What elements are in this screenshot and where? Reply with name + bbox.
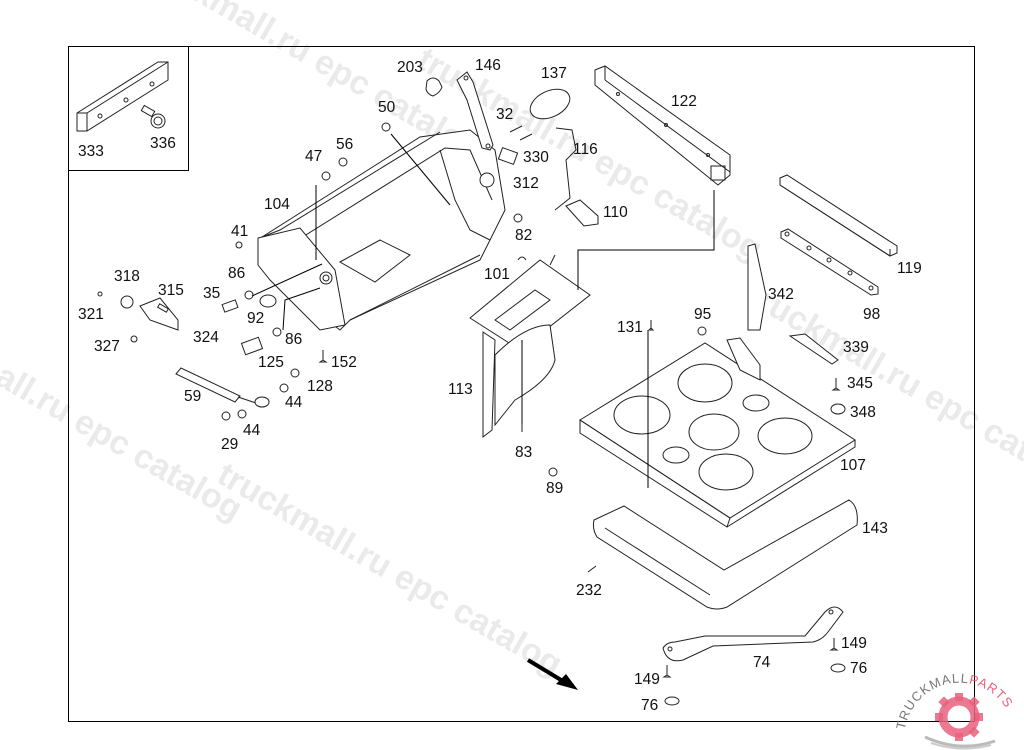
part-74-lever[interactable]: [662, 606, 844, 662]
callout-122[interactable]: 122: [671, 93, 697, 110]
callout-76-left[interactable]: 76: [641, 697, 659, 714]
callout-327[interactable]: 327: [94, 338, 120, 355]
callout-41[interactable]: 41: [231, 223, 249, 240]
arrow-southeast-icon: [526, 658, 578, 690]
small-parts: [97, 122, 846, 706]
part-98-rail[interactable]: [780, 228, 879, 296]
leader-lines: [251, 133, 715, 488]
part-315-bracket[interactable]: [139, 297, 179, 331]
diagram-frame: [68, 46, 975, 722]
part-143-tray[interactable]: [592, 499, 858, 610]
part-333-plate[interactable]: [76, 61, 169, 132]
callout-86-lower[interactable]: 86: [285, 331, 303, 348]
callout-128[interactable]: 128: [307, 378, 333, 395]
callout-59[interactable]: 59: [184, 388, 202, 405]
part-122-tube[interactable]: [594, 65, 731, 186]
callout-232[interactable]: 232: [576, 582, 602, 599]
callout-336[interactable]: 336: [150, 135, 176, 152]
part-107-seat-plate[interactable]: [579, 337, 856, 528]
callout-83[interactable]: 83: [515, 444, 533, 461]
part-104-seat-frame[interactable]: [257, 129, 506, 331]
callout-125[interactable]: 125: [258, 354, 284, 371]
callout-98[interactable]: 98: [863, 306, 881, 323]
part-113-bracket[interactable]: [469, 254, 591, 439]
callout-101[interactable]: 101: [484, 266, 510, 283]
part-119-rail[interactable]: [779, 174, 898, 257]
callout-76-right[interactable]: 76: [850, 660, 868, 677]
callout-149-right[interactable]: 149: [841, 635, 867, 652]
part-137-cover[interactable]: [525, 83, 574, 124]
callout-330[interactable]: 330: [523, 149, 549, 166]
callout-116[interactable]: 116: [573, 141, 598, 158]
callout-312[interactable]: 312: [513, 175, 539, 192]
callout-56[interactable]: 56: [336, 136, 354, 153]
inset-box: [68, 46, 189, 171]
part-336-bolt[interactable]: [140, 104, 166, 129]
callout-321[interactable]: 321: [78, 306, 104, 323]
gear-icon: [924, 693, 996, 750]
callout-146[interactable]: 146: [475, 57, 501, 74]
callout-86-upper[interactable]: 86: [228, 265, 246, 282]
callout-131[interactable]: 131: [617, 319, 643, 336]
part-203-knob[interactable]: [425, 77, 443, 97]
callout-50[interactable]: 50: [378, 99, 396, 116]
callout-342[interactable]: 342: [768, 286, 794, 303]
truckmall-parts-logo: TRUCKMALLPARTS: [895, 670, 1015, 750]
callout-333[interactable]: 333: [78, 143, 104, 160]
callout-89[interactable]: 89: [546, 480, 564, 497]
callout-318[interactable]: 318: [114, 268, 140, 285]
part-59-gas-spring[interactable]: [175, 367, 270, 408]
callout-35[interactable]: 35: [203, 285, 221, 302]
callout-315[interactable]: 315: [158, 282, 184, 299]
callout-104[interactable]: 104: [264, 196, 290, 213]
callout-32[interactable]: 32: [496, 106, 514, 123]
callout-74[interactable]: 74: [753, 654, 771, 671]
callout-324[interactable]: 324: [193, 329, 219, 346]
callout-29[interactable]: 29: [221, 436, 239, 453]
callout-113[interactable]: 113: [448, 381, 473, 398]
callout-152[interactable]: 152: [331, 354, 357, 371]
callout-119[interactable]: 119: [897, 260, 922, 277]
callout-44-lower[interactable]: 44: [243, 422, 261, 439]
callout-137[interactable]: 137: [541, 65, 567, 82]
callout-107[interactable]: 107: [840, 457, 866, 474]
callout-82[interactable]: 82: [515, 227, 533, 244]
callout-348[interactable]: 348: [850, 404, 876, 421]
callout-110[interactable]: 110: [603, 204, 628, 221]
callout-143[interactable]: 143: [862, 520, 888, 537]
callout-339[interactable]: 339: [843, 339, 869, 356]
callout-203[interactable]: 203: [397, 59, 423, 76]
callout-44-upper[interactable]: 44: [285, 394, 303, 411]
callout-345[interactable]: 345: [847, 375, 873, 392]
part-146-arm[interactable]: [456, 71, 494, 151]
callout-149-left[interactable]: 149: [634, 671, 660, 688]
callout-92[interactable]: 92: [247, 310, 265, 327]
callout-47[interactable]: 47: [305, 148, 323, 165]
callout-95[interactable]: 95: [694, 306, 712, 323]
